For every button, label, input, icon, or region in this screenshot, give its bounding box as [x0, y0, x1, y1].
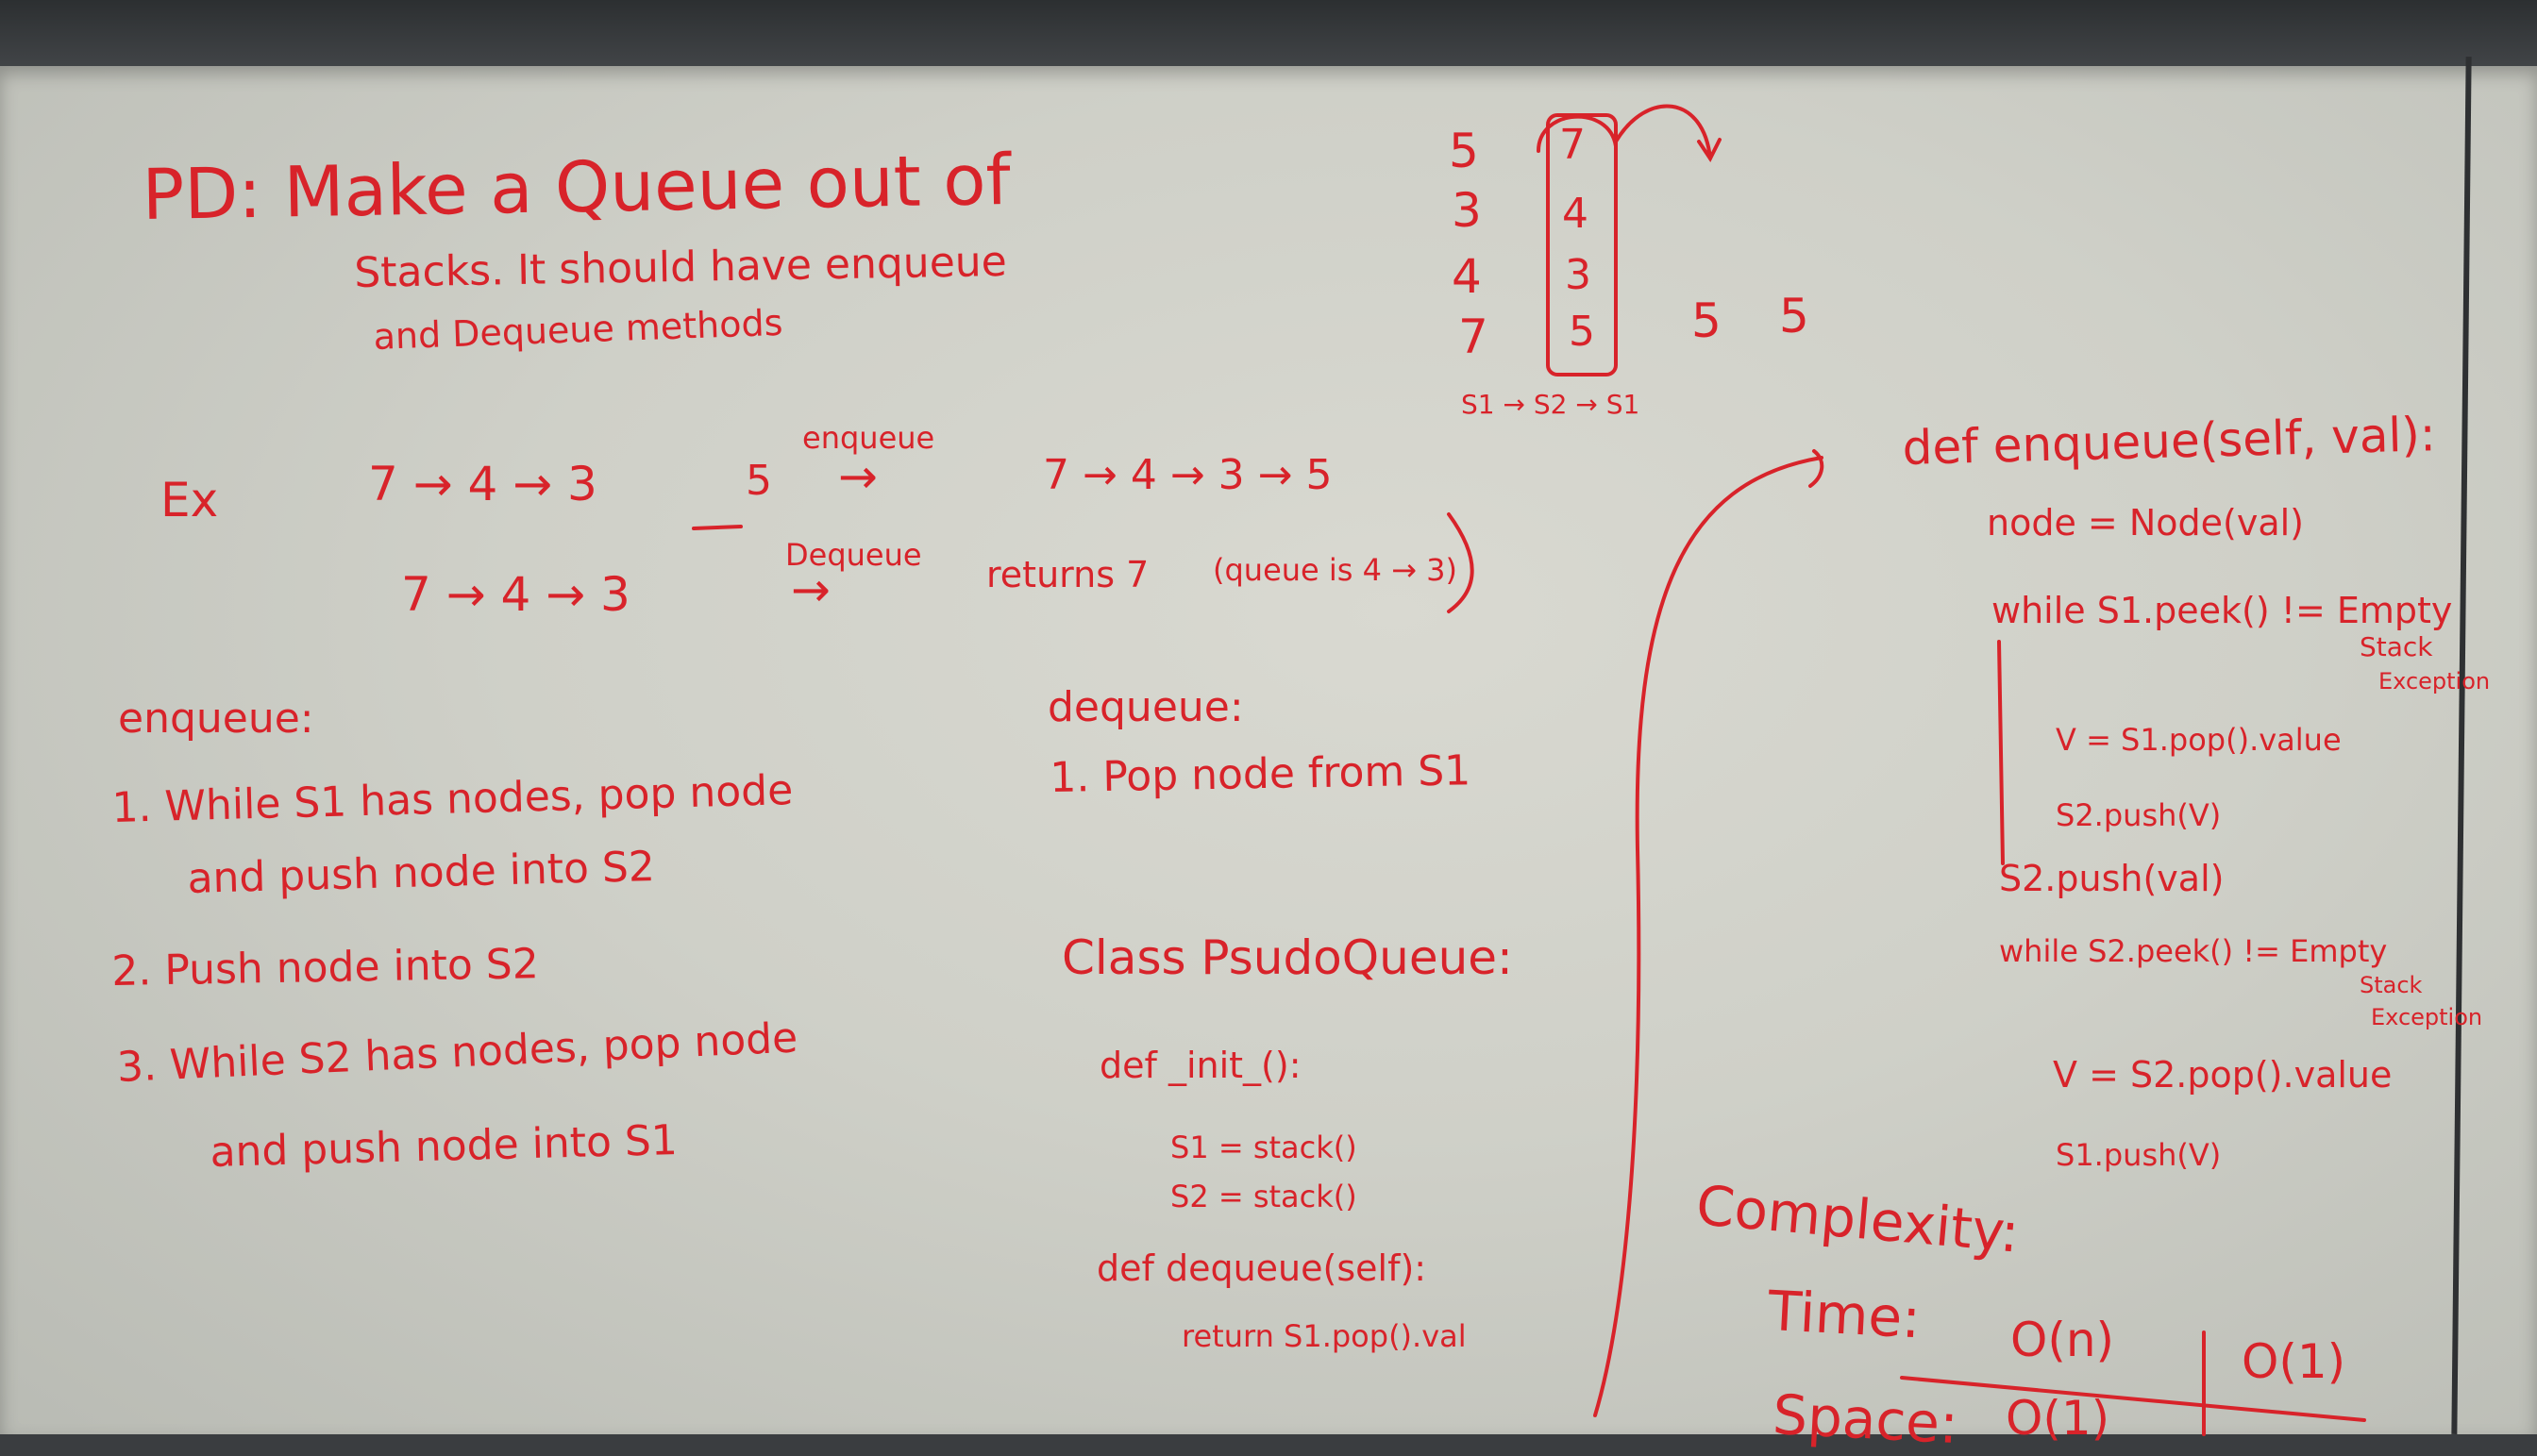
init-definition: def _init_(): — [1100, 1045, 1302, 1086]
stack-extra-value: 5 — [1691, 293, 1722, 348]
example-label: Ex — [160, 473, 219, 527]
example-returns: returns 7 — [986, 554, 1150, 595]
complexity-table-rule — [1900, 1376, 2366, 1422]
enqueue-pop-2: V = S2.pop().value — [2053, 1054, 2393, 1096]
stack-boxed-value: 7 — [1559, 121, 1586, 169]
stack-left-value: 7 — [1458, 310, 1488, 364]
dequeue-definition: def dequeue(self): — [1097, 1247, 1427, 1289]
enqueue-while-2: while S2.peek() != Empty — [1999, 933, 2388, 969]
dequeue-arrow: → — [791, 562, 831, 617]
stack-extra-value: 5 — [1779, 289, 1809, 343]
divider-hook — [1808, 449, 1824, 488]
stack-boxed-value: 4 — [1562, 190, 1588, 238]
complexity-time-enqueue: O(n) — [2010, 1313, 2115, 1367]
section-divider-curve — [1593, 456, 1823, 1417]
stack-left-value: 4 — [1452, 249, 1482, 304]
class-definition: Class PsudoQueue: — [1062, 930, 1513, 985]
example-result-1: 7 → 4 → 3 → 5 — [1043, 451, 1333, 499]
stack-left-value: 5 — [1449, 124, 1479, 178]
enqueue-pop-1: V = S1.pop().value — [2056, 722, 2342, 758]
enqueue-push-val: S2.push(val) — [1999, 858, 2225, 899]
stack-caption: S1 → S2 → S1 — [1461, 389, 1640, 420]
enqueue-heading: enqueue: — [118, 695, 314, 743]
example-queue-1: 7 → 4 → 3 — [368, 457, 597, 511]
enqueue-exception-1-a: Stack — [2360, 631, 2433, 662]
whiteboard — [0, 66, 2537, 1434]
pop-curved-arrow — [1614, 104, 1722, 162]
queue-is-paren — [1447, 512, 1474, 613]
board-top-frame — [0, 0, 2537, 75]
stack-boxed-value: 5 — [1569, 308, 1595, 356]
enqueue-arrow: → — [838, 449, 878, 504]
example-queue-2: 7 → 4 → 3 — [401, 567, 630, 622]
enqueue-arrow-label: enqueue — [802, 420, 935, 456]
enqueue-push-1: S2.push(V) — [2056, 797, 2222, 833]
enqueue-node-line: node = Node(val) — [1987, 502, 2304, 544]
dequeue-arrow-label: Dequeue — [785, 537, 922, 573]
dequeue-heading: dequeue: — [1048, 683, 1244, 731]
stack-left-value: 3 — [1452, 183, 1482, 238]
top-item-circle — [1537, 114, 1618, 153]
example-value: 5 — [746, 457, 772, 505]
complexity-time-dequeue: O(1) — [2242, 1334, 2346, 1389]
init-s1: S1 = stack() — [1170, 1130, 1357, 1165]
enqueue-exception-2-b: Exception — [2371, 1004, 2483, 1030]
example-tick — [692, 525, 743, 530]
enqueue-exception-2-a: Stack — [2360, 972, 2423, 998]
enqueue-exception-1-b: Exception — [2378, 668, 2491, 695]
stack-box-outline — [1546, 113, 1618, 377]
enqueue-while-1: while S1.peek() != Empty — [1991, 590, 2453, 631]
dequeue-return: return S1.pop().val — [1182, 1318, 1467, 1354]
init-s2: S2 = stack() — [1170, 1179, 1357, 1214]
enqueue-push-2: S1.push(V) — [2056, 1137, 2222, 1173]
while-1-bracket — [1997, 640, 2005, 865]
stack-boxed-value: 3 — [1565, 251, 1591, 299]
example-queue-is: (queue is 4 → 3) — [1213, 552, 1457, 588]
